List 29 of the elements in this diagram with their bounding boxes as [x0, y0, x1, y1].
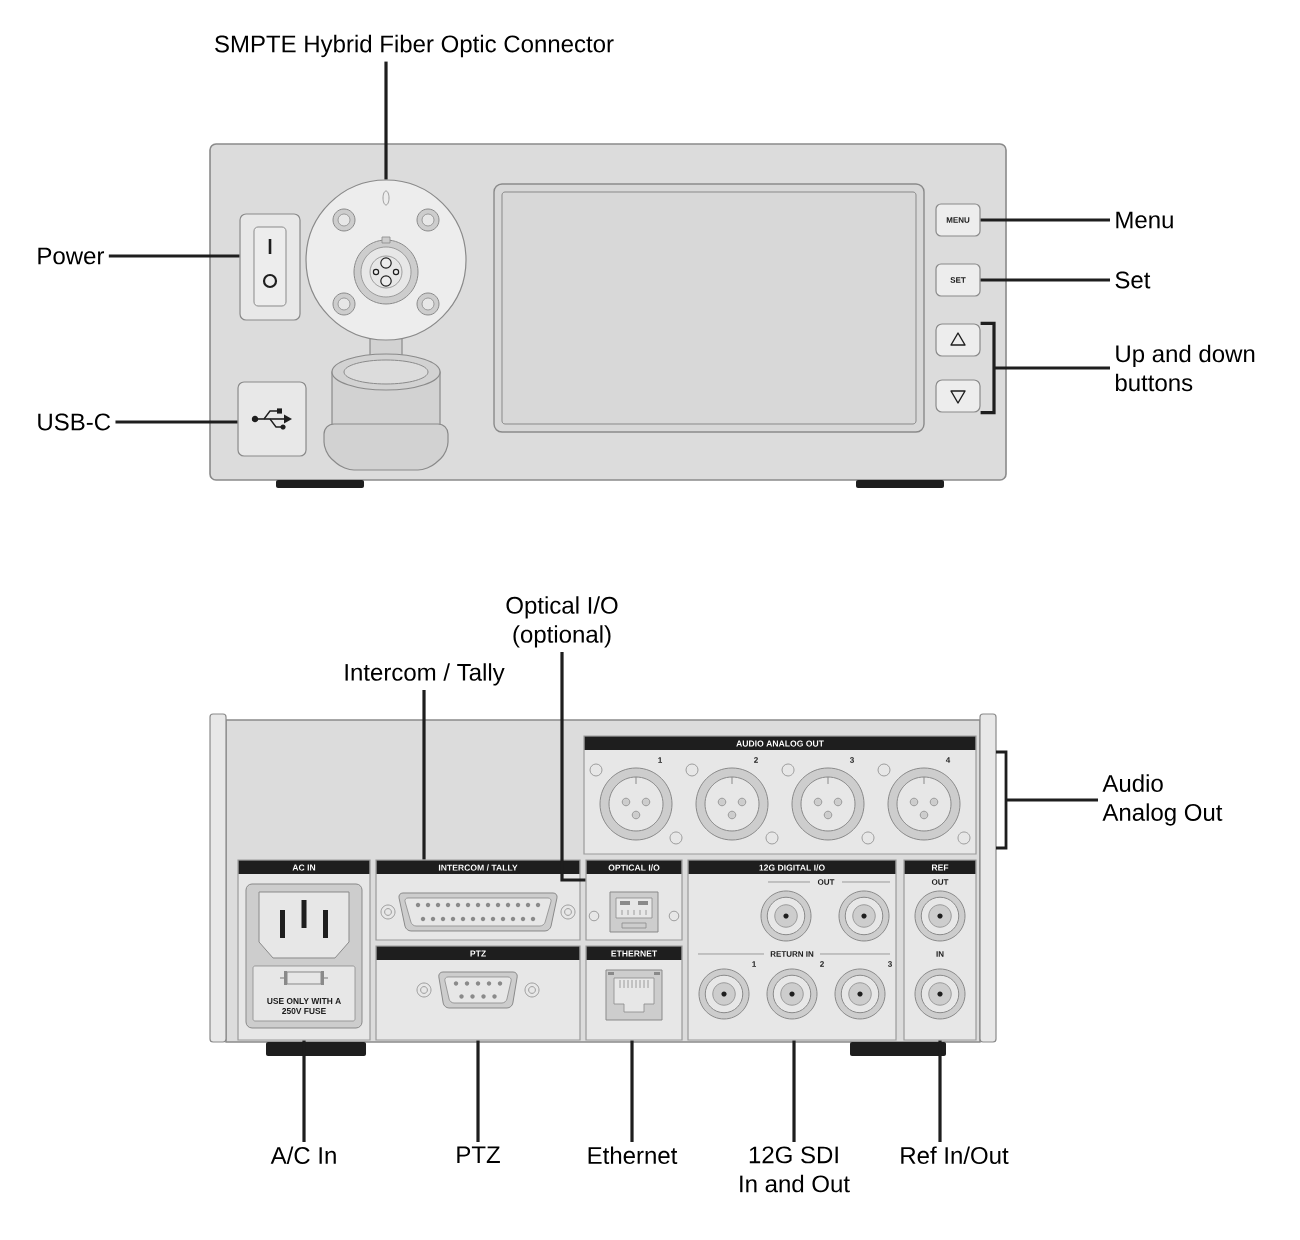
leader-line [115, 420, 238, 424]
fiber-connector [305, 179, 467, 341]
leader-line [630, 1040, 634, 1142]
leader-line [560, 652, 586, 882]
callout-label: Audio Analog Out [1102, 774, 1223, 826]
callout-label: USB-C [38, 413, 111, 431]
callout-label: A/C In [270, 1146, 336, 1164]
leader-line [384, 61, 388, 180]
leader-line [302, 1040, 306, 1142]
callout-label: 12G SDI In and Out [740, 1146, 850, 1193]
callout-label: Intercom / Tally [345, 663, 505, 686]
leader-line [108, 254, 240, 258]
leader-line [792, 1040, 796, 1142]
leader-line [938, 1040, 942, 1142]
leader-line [422, 690, 426, 860]
leader-line [980, 278, 1110, 282]
callout-label: Power [38, 247, 105, 265]
callout-label: Ref In/Out [901, 1146, 1009, 1164]
leader-line [980, 218, 1110, 222]
callout-label: Optical I/O (optional) [506, 596, 618, 648]
callout-label: SMPTE Hybrid Fiber Optic Connector [215, 34, 614, 58]
rocker-switch [239, 213, 301, 321]
leader-line [1006, 798, 1098, 802]
callout-label: Menu [1116, 211, 1173, 229]
callout-label: Up and down buttons [1115, 344, 1255, 392]
leader-line [476, 1040, 480, 1142]
callout-label: Ethernet [588, 1146, 678, 1164]
callout-label: Set [1115, 271, 1151, 289]
callout-label: PTZ [457, 1146, 500, 1163]
